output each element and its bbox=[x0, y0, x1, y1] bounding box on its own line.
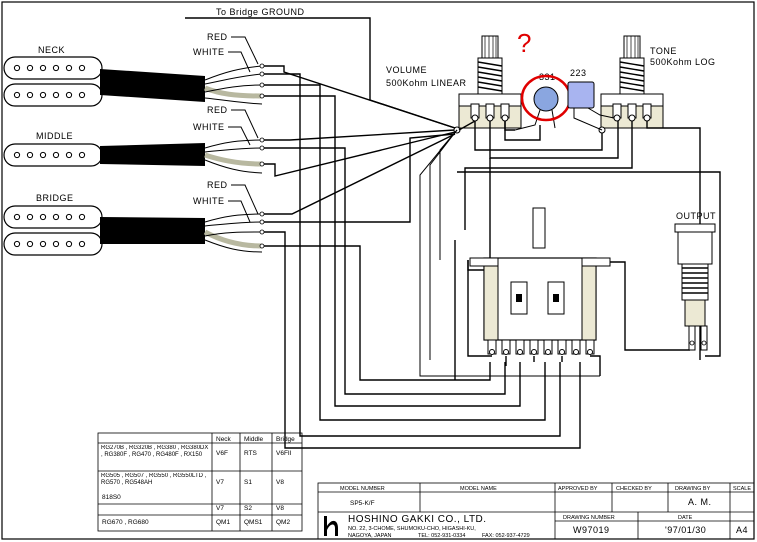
neck-label: NECK bbox=[38, 45, 65, 55]
cap-223 bbox=[567, 81, 615, 131]
table-row-2-bridge: V8 bbox=[276, 479, 284, 486]
table-row-2-models: RG505 , RG507 , RG550 , RG550LTD , RG570… bbox=[101, 473, 207, 486]
title-block bbox=[317, 482, 755, 540]
table-row-3-bridge: V8 bbox=[276, 505, 284, 512]
table-row-1-neck: V6F bbox=[216, 450, 228, 457]
cap-223-label: 223 bbox=[570, 68, 587, 78]
bridge-cable bbox=[100, 217, 205, 244]
model-table bbox=[97, 432, 303, 532]
bridge-lead-grey bbox=[203, 229, 263, 249]
checked-by-label: CHECKED BY bbox=[616, 486, 652, 492]
table-row-4-models: RG670 , RG680 bbox=[102, 519, 149, 526]
middle-label: MIDDLE bbox=[36, 131, 73, 141]
model-number-value: SP5-K/F bbox=[350, 500, 375, 507]
middle-white-label: WHITE bbox=[193, 122, 225, 132]
date-value: '97/01/30 bbox=[665, 525, 706, 535]
neck-cable bbox=[100, 69, 205, 102]
to-bridge-ground-label: To Bridge GROUND bbox=[216, 7, 305, 17]
table-row-1-middle: RTS bbox=[244, 450, 258, 457]
annotation-question: ? bbox=[517, 28, 531, 58]
company-tel: TEL: 052-931-0334 bbox=[418, 533, 465, 539]
volume-spec: 500Kohm LINEAR bbox=[386, 78, 467, 88]
output-label: OUTPUT bbox=[676, 211, 716, 221]
table-row-4-neck: QM1 bbox=[216, 519, 230, 526]
date-label: DATE bbox=[678, 515, 693, 521]
company-address-1: NO. 22, 3-CHOME, SHUMOKU-CHO, HIGASHI-KU… bbox=[348, 526, 476, 532]
middle-pickup bbox=[3, 143, 103, 167]
table-row-1-models: RG270B , RG320B , RG380 , RG380DX , RG38… bbox=[101, 445, 209, 458]
company-address-2: NAGOYA, JAPAN bbox=[348, 533, 392, 539]
table-row-3-neck: V7 bbox=[216, 505, 224, 512]
cap-331 bbox=[514, 86, 559, 131]
tone-label: TONE bbox=[650, 46, 677, 56]
table-header-neck: Neck bbox=[216, 436, 232, 443]
neck-pickup bbox=[3, 56, 103, 107]
table-row-2-middle: S1 bbox=[244, 479, 252, 486]
table-row-3-models: 818S0 bbox=[102, 494, 121, 501]
volume-label: VOLUME bbox=[386, 65, 427, 75]
bridge-label: BRIDGE bbox=[36, 193, 74, 203]
neck-white-label: WHITE bbox=[193, 47, 225, 57]
five-way-switch bbox=[469, 207, 611, 355]
output-jack bbox=[674, 223, 716, 351]
scale-label: SCALE bbox=[733, 486, 751, 492]
company-name: HOSHINO GAKKI CO., LTD. bbox=[348, 514, 487, 525]
model-number-label: MODEL NUMBER bbox=[340, 486, 385, 492]
model-name-label: MODEL NAME bbox=[460, 486, 497, 492]
neck-lead-grey bbox=[204, 85, 263, 99]
middle-cable bbox=[100, 143, 205, 166]
drawing-by-value: A. M. bbox=[688, 497, 712, 507]
drawing-by-label: DRAWING BY bbox=[675, 486, 711, 492]
neck-red-label: RED bbox=[207, 32, 228, 42]
table-row-2-neck: V7 bbox=[216, 479, 224, 486]
middle-red-label: RED bbox=[207, 105, 228, 115]
drawing-number-value: W97019 bbox=[573, 525, 610, 535]
tone-spec: 500Kohm LOG bbox=[650, 57, 716, 67]
company-fax: FAX: 052-937-4729 bbox=[482, 533, 530, 539]
approved-by-label: APPROVED BY bbox=[558, 486, 598, 492]
drawing-number-label: DRAWING NUMBER bbox=[563, 515, 615, 521]
table-row-3-middle: S2 bbox=[244, 505, 252, 512]
bridge-red-label: RED bbox=[207, 180, 228, 190]
hoshino-logo bbox=[324, 516, 338, 536]
tone-pot bbox=[598, 35, 664, 134]
table-row-4-middle: QMS1 bbox=[244, 519, 263, 526]
paper-size: A4 bbox=[736, 525, 748, 535]
table-header-bridge: Bridge bbox=[276, 436, 295, 443]
volume-pot bbox=[458, 35, 522, 129]
table-row-1-bridge: V6FII bbox=[276, 450, 292, 457]
middle-lead-grey bbox=[204, 152, 263, 167]
table-header-middle: Middle bbox=[244, 436, 264, 443]
bridge-white-label: WHITE bbox=[193, 196, 225, 206]
bridge-pickup bbox=[3, 205, 103, 256]
table-row-4-bridge: QM2 bbox=[276, 519, 290, 526]
